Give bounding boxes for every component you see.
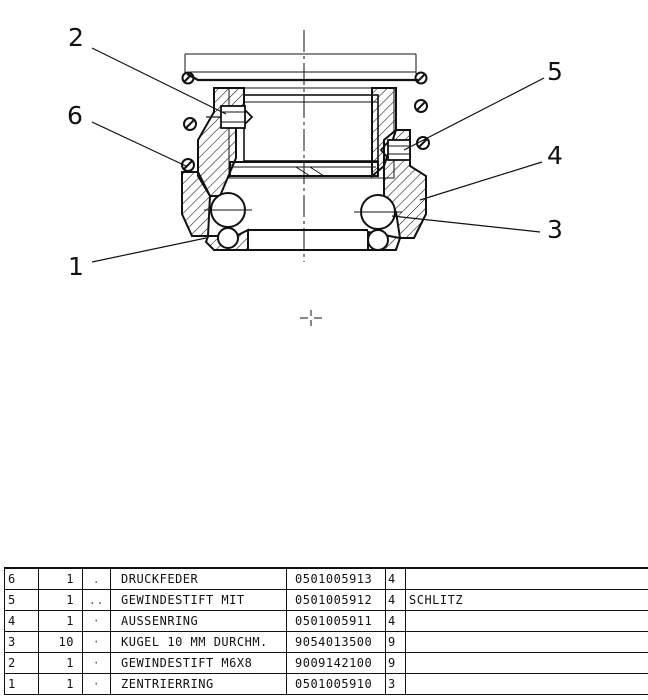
parts-cell-sheet: 9 (385, 652, 406, 674)
callout-6: 6 (67, 101, 83, 130)
parts-cell-name: KUGEL 10 MM DURCHM. (110, 631, 287, 653)
parts-cell-name: AUSSENRING (110, 610, 287, 632)
parts-cell-qty: 10 (38, 631, 83, 653)
parts-cell-number: 9054013500 (286, 631, 386, 653)
callout-2: 2 (68, 23, 84, 52)
parts-cell-number: 0501005913 (286, 567, 386, 590)
parts-cell-qty: 1 (38, 610, 83, 632)
top-plate (184, 53, 418, 82)
parts-cell-number: 0501005910 (286, 673, 386, 695)
parts-cell-note (405, 631, 648, 653)
parts-cell-mark: · (82, 673, 111, 695)
parts-cell-note (405, 652, 648, 674)
inner-sleeve (228, 87, 395, 179)
registration-mark (300, 310, 322, 326)
callout-1: 1 (68, 252, 84, 281)
parts-cell-qty: 1 (38, 567, 83, 590)
parts-cell-pos: 5 (4, 589, 39, 611)
parts-cell-name: ZENTRIERRING (110, 673, 287, 695)
set-screw-right (379, 139, 411, 161)
parts-cell-mark: · (82, 652, 111, 674)
parts-cell-sheet: 4 (385, 567, 406, 590)
parts-cell-note (405, 673, 648, 695)
parts-cell-pos: 6 (4, 567, 39, 590)
ball-center-lines (204, 209, 402, 213)
parts-cell-name: DRUCKFEDER (110, 567, 287, 590)
parts-cell-sheet: 4 (385, 610, 406, 632)
parts-cell-qty: 1 (38, 673, 83, 695)
pressure-spring-coils (181, 71, 430, 172)
callout-4: 4 (547, 141, 563, 170)
parts-cell-number: 0501005911 (286, 610, 386, 632)
parts-cell-qty: 1 (38, 652, 83, 674)
parts-cell-name: GEWINDESTIFT MIT (110, 589, 287, 611)
parts-cell-pos: 1 (4, 673, 39, 695)
parts-cell-pos: 3 (4, 631, 39, 653)
callout-5: 5 (547, 57, 563, 86)
parts-cell-mark: .. (82, 589, 111, 611)
parts-cell-note: SCHLITZ (405, 589, 648, 611)
parts-cell-note (405, 610, 648, 632)
callout-3: 3 (547, 215, 563, 244)
parts-cell-mark: . (82, 567, 111, 590)
parts-cell-sheet: 9 (385, 631, 406, 653)
parts-cell-number: 0501005912 (286, 589, 386, 611)
set-screw-left (206, 105, 254, 129)
parts-cell-pos: 2 (4, 652, 39, 674)
leader-lines (91, 47, 545, 263)
parts-cell-number: 9009142100 (286, 652, 386, 674)
parts-cell-note (405, 567, 648, 590)
bottom-ring (248, 229, 368, 251)
parts-cell-sheet: 4 (385, 589, 406, 611)
parts-cell-pos: 4 (4, 610, 39, 632)
parts-cell-qty: 1 (38, 589, 83, 611)
parts-cell-mark: · (82, 631, 111, 653)
parts-cell-sheet: 3 (385, 673, 406, 695)
parts-cell-mark: · (82, 610, 111, 632)
bearing-assembly-drawing: 2 5 6 4 3 1 (67, 23, 563, 281)
parts-cell-name: GEWINDESTIFT M6X8 (110, 652, 287, 674)
